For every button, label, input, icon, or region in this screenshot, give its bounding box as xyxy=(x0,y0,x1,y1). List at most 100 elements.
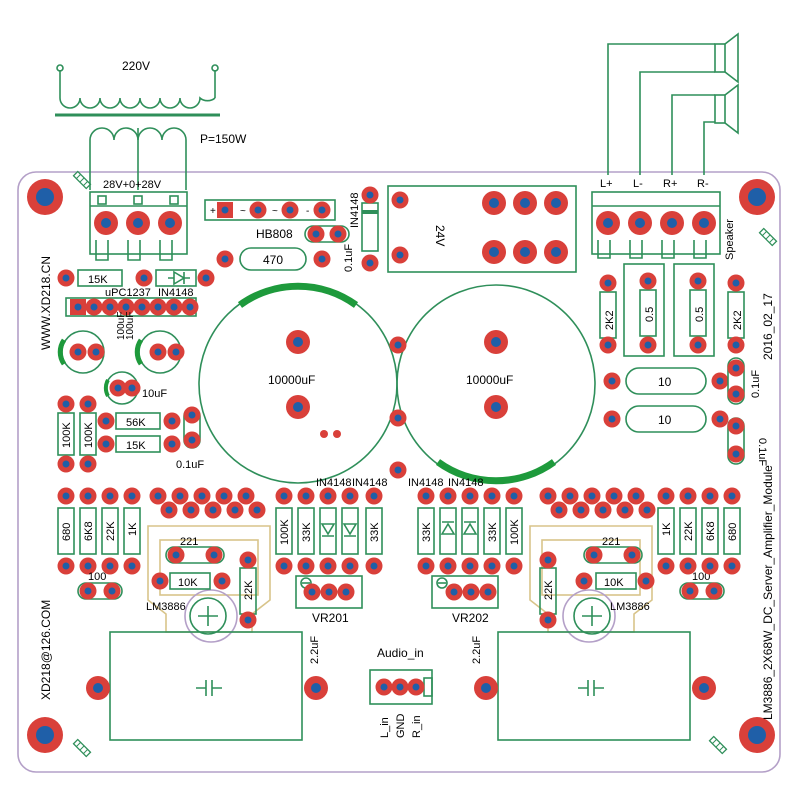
diode-upc xyxy=(155,269,215,287)
audio-in-connector xyxy=(369,669,433,705)
vr201 xyxy=(295,575,363,609)
cap-100-left-label: 100 xyxy=(88,571,106,583)
resistor-56k xyxy=(97,412,181,430)
transformer-secondary-label: 28V+0+28V xyxy=(103,179,162,191)
resistor-33k-cr1-label: 33K xyxy=(421,522,433,542)
resistor-470 xyxy=(216,247,331,271)
cap-0.1uf-r1-label: 0.1uF xyxy=(750,370,762,398)
resistor-10k-left-label: 10K xyxy=(178,577,198,589)
resistor-22k-left-label: 22K xyxy=(105,521,117,541)
diode-top xyxy=(361,186,379,272)
in4148-a-label: IN4148 xyxy=(316,477,351,489)
resistor-22k-vert-left-label: 22K xyxy=(243,580,255,600)
cap-0.1uf-left xyxy=(183,406,201,449)
cap-221-left xyxy=(165,546,225,564)
speaker-pin-r-minus: R- xyxy=(697,178,709,190)
resistor-10-a xyxy=(603,367,729,395)
cap-100uf-a xyxy=(57,330,105,374)
cap-0.1uf-r1 xyxy=(727,357,745,405)
resistor-15k-label: 15K xyxy=(126,440,146,452)
main-cap-right xyxy=(396,284,596,485)
cap-10uf xyxy=(103,371,141,405)
diode-top-label: IN4148 xyxy=(349,193,361,228)
right-resistor-bank xyxy=(657,487,741,575)
upc1237-chip xyxy=(65,297,199,317)
cap-2.2uf-right xyxy=(474,631,716,741)
vr202-label: VR202 xyxy=(452,611,489,625)
speaker-pin-r-plus: R+ xyxy=(663,178,677,190)
speaker-terminal-block xyxy=(591,191,721,259)
ic-left-label: LM3886 xyxy=(146,601,186,613)
resistor-2k2-a-label: 2K2 xyxy=(604,310,616,330)
resistor-0.5-a-label: 0.5 xyxy=(644,307,656,322)
ic-right-label: LM3886 xyxy=(610,601,650,613)
cap-0.1uf-top xyxy=(304,225,350,243)
bridge-pin-plus: + xyxy=(210,206,216,217)
transformer-power-label: P=150W xyxy=(200,132,247,146)
in4148-b-label: IN4148 xyxy=(352,477,387,489)
vr201-label: VR201 xyxy=(312,611,349,625)
vr202 xyxy=(431,575,499,609)
resistor-680-right-label: 680 xyxy=(727,523,739,541)
resistor-10k-right-label: 10K xyxy=(604,577,624,589)
cap-10uf-label: 10uF xyxy=(142,388,167,400)
resistor-10k-right xyxy=(575,572,655,590)
board-title-label: LM3886_2X68W_DC_Server_Amplifier_Module xyxy=(761,465,775,720)
resistor-56k-label: 56K xyxy=(126,417,146,429)
audio-gnd-label: GND xyxy=(395,714,407,739)
cap-0.1uf-top-label: 0.1uF xyxy=(343,244,355,272)
center-right-bank xyxy=(417,487,523,575)
resistor-100k-a-label: 100K xyxy=(61,422,73,448)
board-edge xyxy=(17,171,781,773)
date-label: 2016_02_17 xyxy=(761,293,775,360)
resistor-100k-center-right-label: 100K xyxy=(509,519,521,545)
resistor-15k xyxy=(97,435,181,453)
resistor-100k-b-label: 100K xyxy=(83,422,95,448)
pad-cap-middle xyxy=(389,336,407,354)
speaker-symbols xyxy=(607,32,739,175)
in4148-d-label: IN4148 xyxy=(448,477,483,489)
cap-2.2uf-right-label: 2.2uF xyxy=(471,636,483,664)
in4148-c-label: IN4148 xyxy=(408,477,443,489)
cap-100uf-b xyxy=(134,330,185,374)
transformer-symbol xyxy=(55,64,220,190)
resistor-10k-left xyxy=(151,572,231,590)
cap-100-right xyxy=(679,582,725,600)
relay-label: 24V xyxy=(433,225,447,246)
cap-221-right xyxy=(583,546,643,564)
cap-0.1uf-r2 xyxy=(727,417,745,465)
email-label: XD218@126.COM xyxy=(39,600,53,700)
resistor-10-b xyxy=(603,405,729,433)
left-resistor-bank xyxy=(57,487,141,575)
resistor-2k2-b xyxy=(727,274,745,354)
speaker-pin-l-plus: L+ xyxy=(600,178,613,190)
bridge-rectifier xyxy=(204,199,336,221)
upc1237-label: uPC1237 xyxy=(105,287,151,299)
resistor-0.5-b xyxy=(673,263,715,357)
relay xyxy=(387,185,577,273)
resistor-33k-cl1-label: 33K xyxy=(301,522,313,542)
resistor-1k-right-label: 1K xyxy=(661,522,673,536)
transformer-primary-label: 220V xyxy=(122,59,150,73)
cap-0.1uf-r2-label: 0.1uF xyxy=(756,438,768,466)
speaker-label: Speaker xyxy=(724,219,736,260)
resistor-2k2-a xyxy=(599,274,617,354)
cap-100-left xyxy=(77,582,123,600)
center-left-bank xyxy=(275,487,383,575)
cap-100uf-b-label: 100uF xyxy=(125,312,136,340)
main-cap-right-label: 10000uF xyxy=(466,373,513,387)
resistor-0.5-b-label: 0.5 xyxy=(694,307,706,322)
cap-221-right-label: 221 xyxy=(602,536,620,548)
cap-100-right-label: 100 xyxy=(692,571,710,583)
cap-0.1uf-left-label: 0.1uF xyxy=(176,459,204,471)
bridge-pin-minus: - xyxy=(306,206,309,217)
resistor-0.5-a xyxy=(623,263,665,357)
cap-221-left-label: 221 xyxy=(180,536,198,548)
resistor-100k-b xyxy=(79,395,97,473)
resistor-10-a-label: 10 xyxy=(658,375,672,389)
resistor-2k2-b-label: 2K2 xyxy=(732,310,744,330)
resistor-1k-left-label: 1K xyxy=(127,522,139,536)
pad-center-b xyxy=(389,461,407,479)
pad-center-a xyxy=(389,409,407,427)
